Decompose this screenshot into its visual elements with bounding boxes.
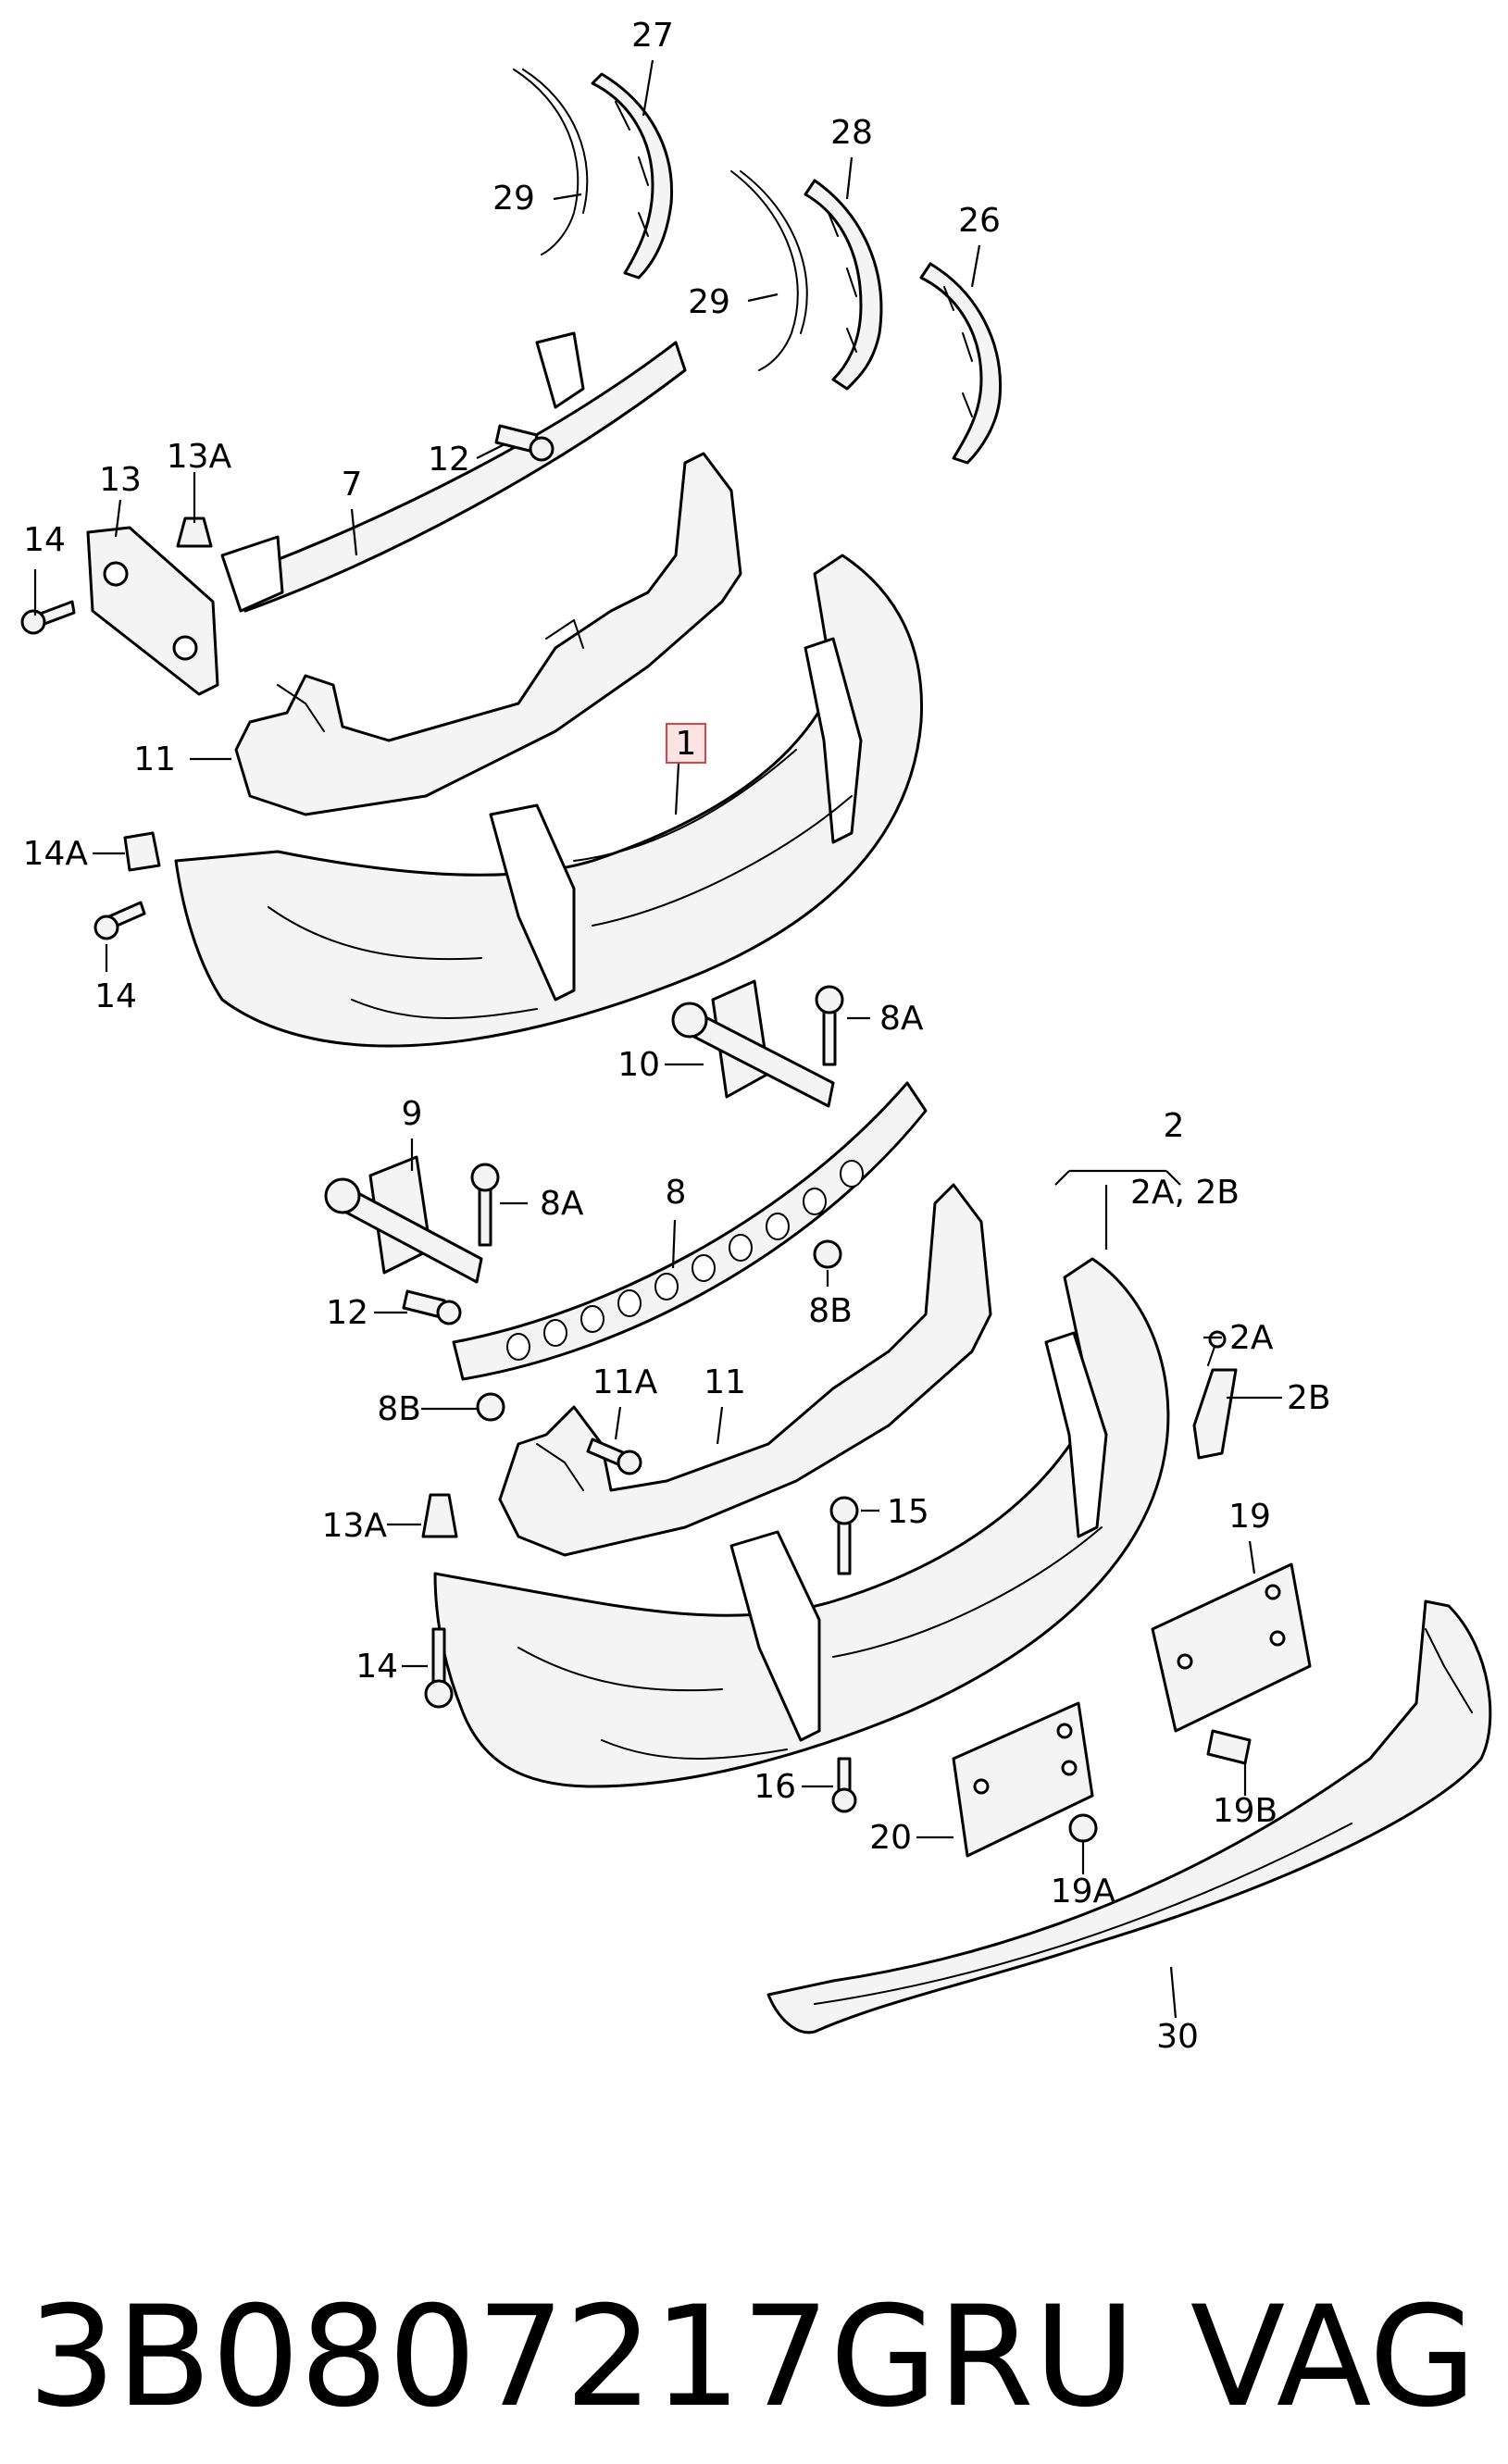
brand-name: VAG xyxy=(1190,2277,1477,2438)
callout-14-top: 14 xyxy=(23,521,66,559)
bolt-8A-top xyxy=(815,985,844,1066)
callout-8B-right: 8B xyxy=(808,1292,853,1330)
callout-11-mid: 11 xyxy=(704,1363,746,1401)
callout-30: 30 xyxy=(1156,2018,1199,2056)
callout-2A: 2A xyxy=(1229,1319,1274,1357)
callout-8: 8 xyxy=(666,1174,687,1212)
beam-8 xyxy=(452,1081,928,1381)
callout-12-mid: 12 xyxy=(326,1294,368,1332)
callout-14-left: 14 xyxy=(94,977,137,1015)
carrier-11-top xyxy=(234,452,742,816)
callout-9: 9 xyxy=(402,1095,423,1133)
callout-27: 27 xyxy=(631,17,674,55)
trim-strip-27 xyxy=(591,72,674,280)
callout-2B: 2B xyxy=(1287,1379,1331,1417)
callout-29-top: 29 xyxy=(492,180,535,218)
callout-19A: 19A xyxy=(1051,1873,1116,1910)
bolt-8A-mid xyxy=(470,1163,500,1247)
clip-19B xyxy=(1206,1729,1252,1765)
callout-7: 7 xyxy=(342,466,363,504)
callout-12-top: 12 xyxy=(428,441,470,479)
absorber-10 xyxy=(671,979,835,1108)
highlight-box xyxy=(666,723,706,764)
clip-14A xyxy=(123,831,161,872)
trim-strip-26 xyxy=(919,262,1003,465)
screw-19A xyxy=(1068,1813,1098,1843)
callout-28: 28 xyxy=(830,114,873,152)
screw-16 xyxy=(831,1757,857,1813)
clip-13A-top xyxy=(176,516,213,548)
clip-2A xyxy=(1207,1330,1227,1366)
callout-11A: 11A xyxy=(592,1363,658,1401)
callout-10: 10 xyxy=(617,1046,660,1084)
cap-2B xyxy=(1192,1368,1238,1460)
nut-8B-left xyxy=(476,1392,505,1422)
screw-14-left xyxy=(93,901,146,940)
callout-13: 13 xyxy=(99,461,142,499)
callout-26: 26 xyxy=(958,202,1001,240)
callout-15: 15 xyxy=(887,1493,929,1531)
absorber-9 xyxy=(324,1155,483,1284)
callout-19B: 19B xyxy=(1213,1792,1278,1830)
callout-2: 2 xyxy=(1164,1107,1185,1145)
callout-1: 1 xyxy=(676,725,697,763)
part-number: 3B0807217GRU xyxy=(28,2277,1136,2438)
callout-8B-left: 8B xyxy=(377,1390,421,1428)
trim-strip-28 xyxy=(804,179,883,391)
callout-13A-top: 13A xyxy=(167,438,232,476)
screw-14-mid xyxy=(424,1627,454,1709)
callout-20: 20 xyxy=(869,1819,912,1857)
callout-14-mid: 14 xyxy=(355,1648,398,1686)
spoiler-30 xyxy=(766,1599,1492,2035)
callout-13A-mid: 13A xyxy=(322,1507,388,1545)
plate-20 xyxy=(952,1701,1094,1858)
leader-lines xyxy=(33,59,1282,2019)
callout-labels: 27 29 28 29 26 7 12 13A 13 14 11 1 14A 1… xyxy=(23,17,1331,2056)
callout-2-group: 2A, 2B xyxy=(1130,1174,1240,1212)
plate-holder-19 xyxy=(1151,1562,1312,1733)
bolt-12-top xyxy=(494,424,555,462)
bumper-cover-2 xyxy=(433,1257,1170,1788)
clip-13A-mid xyxy=(421,1493,458,1538)
callout-29-mid: 29 xyxy=(688,283,730,321)
reinforcement-bar-7 xyxy=(220,331,687,613)
trim-strip-29-top xyxy=(513,68,589,255)
screw-11A xyxy=(586,1437,642,1475)
callout-16: 16 xyxy=(754,1768,796,1806)
callout-19: 19 xyxy=(1228,1498,1271,1536)
carrier-11-mid xyxy=(498,1183,992,1557)
bumper-cover-1 xyxy=(174,554,924,1048)
screw-14-top xyxy=(20,600,76,635)
callout-8A-top: 8A xyxy=(879,1000,924,1038)
side-bracket-13 xyxy=(86,526,219,696)
callout-11-top: 11 xyxy=(133,740,176,778)
callout-8A-mid: 8A xyxy=(540,1185,584,1223)
screw-15 xyxy=(829,1496,859,1575)
nut-8B-right xyxy=(813,1239,842,1269)
trim-strip-29-mid xyxy=(730,170,808,371)
bolt-12-mid xyxy=(402,1289,462,1325)
callout-14A: 14A xyxy=(23,835,89,873)
